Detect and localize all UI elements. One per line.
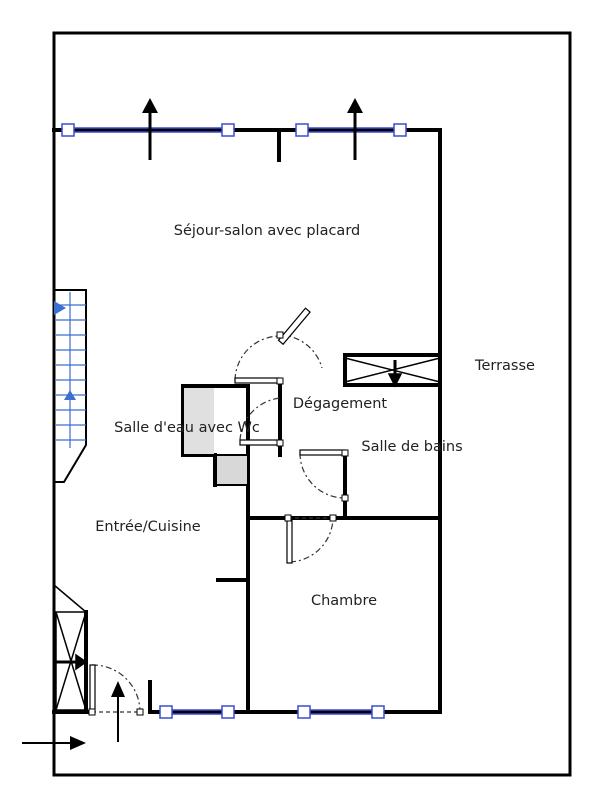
door-hinges bbox=[88, 331, 349, 716]
north-arrow-icon bbox=[142, 98, 363, 160]
shaft-fill-2 bbox=[184, 388, 214, 454]
label-salle-eau: Salle d'eau avec Wc bbox=[114, 420, 260, 436]
bottom-windows bbox=[159, 705, 385, 719]
label-sejour: Séjour-salon avec placard bbox=[173, 223, 361, 239]
label-salle-bains: Salle de bains bbox=[361, 439, 463, 455]
label-entree: Entrée/Cuisine bbox=[95, 519, 201, 535]
label-degagement: Dégagement bbox=[292, 396, 388, 412]
closet-entry bbox=[55, 611, 88, 711]
stair-icon bbox=[53, 289, 87, 712]
closet-bath bbox=[344, 357, 441, 388]
label-chambre: Chambre bbox=[310, 593, 378, 609]
shaft-fill bbox=[215, 454, 249, 486]
doors bbox=[89, 307, 346, 713]
parcel-boundary bbox=[52, 31, 572, 777]
entrance-arrow-icon bbox=[22, 681, 125, 750]
top-windows bbox=[61, 123, 407, 137]
label-terrasse: Terrasse bbox=[475, 358, 535, 374]
